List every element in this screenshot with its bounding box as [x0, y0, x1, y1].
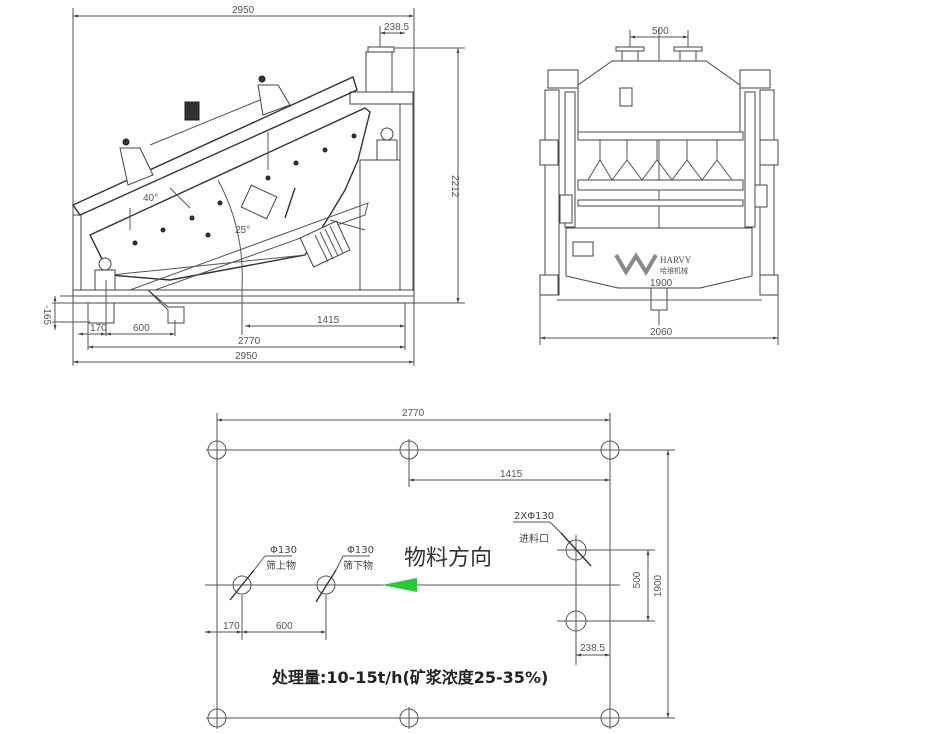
svg-text:HARVY: HARVY [660, 255, 692, 265]
svg-text:Φ130: Φ130 [270, 545, 297, 556]
dim-2060: 2060 [650, 327, 673, 338]
dim-500-plan: 500 [632, 571, 643, 588]
dim-2770-plan: 2770 [402, 408, 425, 419]
front-view: 500 HARVY 哈维机械 1900 2060 [539, 26, 779, 345]
dim-600-side: 600 [133, 323, 150, 334]
outlet-pipe [365, 51, 393, 93]
motor-top [184, 101, 200, 121]
dim-2770-side: 2770 [238, 336, 261, 347]
angle-40: 40° [143, 193, 158, 204]
harvy-logo: HARVY 哈维机械 [614, 252, 692, 276]
capacity-note: 处理量:10-15t/h(矿浆浓度25-35%) [271, 668, 548, 687]
svg-text:筛上物: 筛上物 [266, 559, 296, 572]
flow-arrow [382, 578, 417, 592]
dim-170-side: 170 [90, 323, 107, 334]
svg-text:2XΦ130: 2XΦ130 [514, 511, 554, 522]
dim-1900-front: 1900 [650, 278, 673, 289]
dim-238-5-plan: 238.5 [580, 643, 605, 654]
dim-2950-top: 2950 [232, 5, 255, 16]
dim-2950-bottom: 2950 [235, 351, 258, 362]
dim-1415-side: 1415 [317, 315, 340, 326]
port-oversize: Φ130 筛上物 [229, 545, 297, 601]
flow-direction-label: 物料方向 [404, 546, 492, 571]
dim-170-plan: 170 [223, 621, 240, 632]
svg-text:Φ130: Φ130 [347, 545, 374, 556]
dim-238-5-side: 238.5 [384, 22, 409, 33]
dim-1415-plan: 1415 [500, 469, 523, 480]
plan-view: 2770 1415 Φ130 筛上物 Φ130 筛下物 [205, 408, 675, 729]
svg-text:筛下物: 筛下物 [343, 559, 373, 572]
dim-600-plan: 600 [276, 621, 293, 632]
upper-deck [71, 76, 358, 216]
dim-minus-165: -165 [41, 305, 52, 325]
dim-1900-plan: 1900 [653, 574, 664, 597]
spray-nozzles [587, 140, 733, 181]
underflow-box [565, 227, 753, 289]
screen-box [89, 107, 371, 281]
port-inlet: 2XΦ130 进料口 [513, 511, 655, 665]
svg-text:进料口: 进料口 [519, 532, 549, 545]
dim-2212: 2212 [449, 175, 460, 198]
side-view: 2950 238.5 2212 [41, 5, 465, 366]
dim-500-front: 500 [652, 26, 669, 37]
svg-text:哈维机械: 哈维机械 [660, 266, 688, 275]
vibration-motor [299, 220, 351, 268]
hopper-top [577, 60, 741, 136]
angle-25: 25° [235, 225, 250, 236]
port-undersize: Φ130 筛下物 [315, 545, 374, 603]
